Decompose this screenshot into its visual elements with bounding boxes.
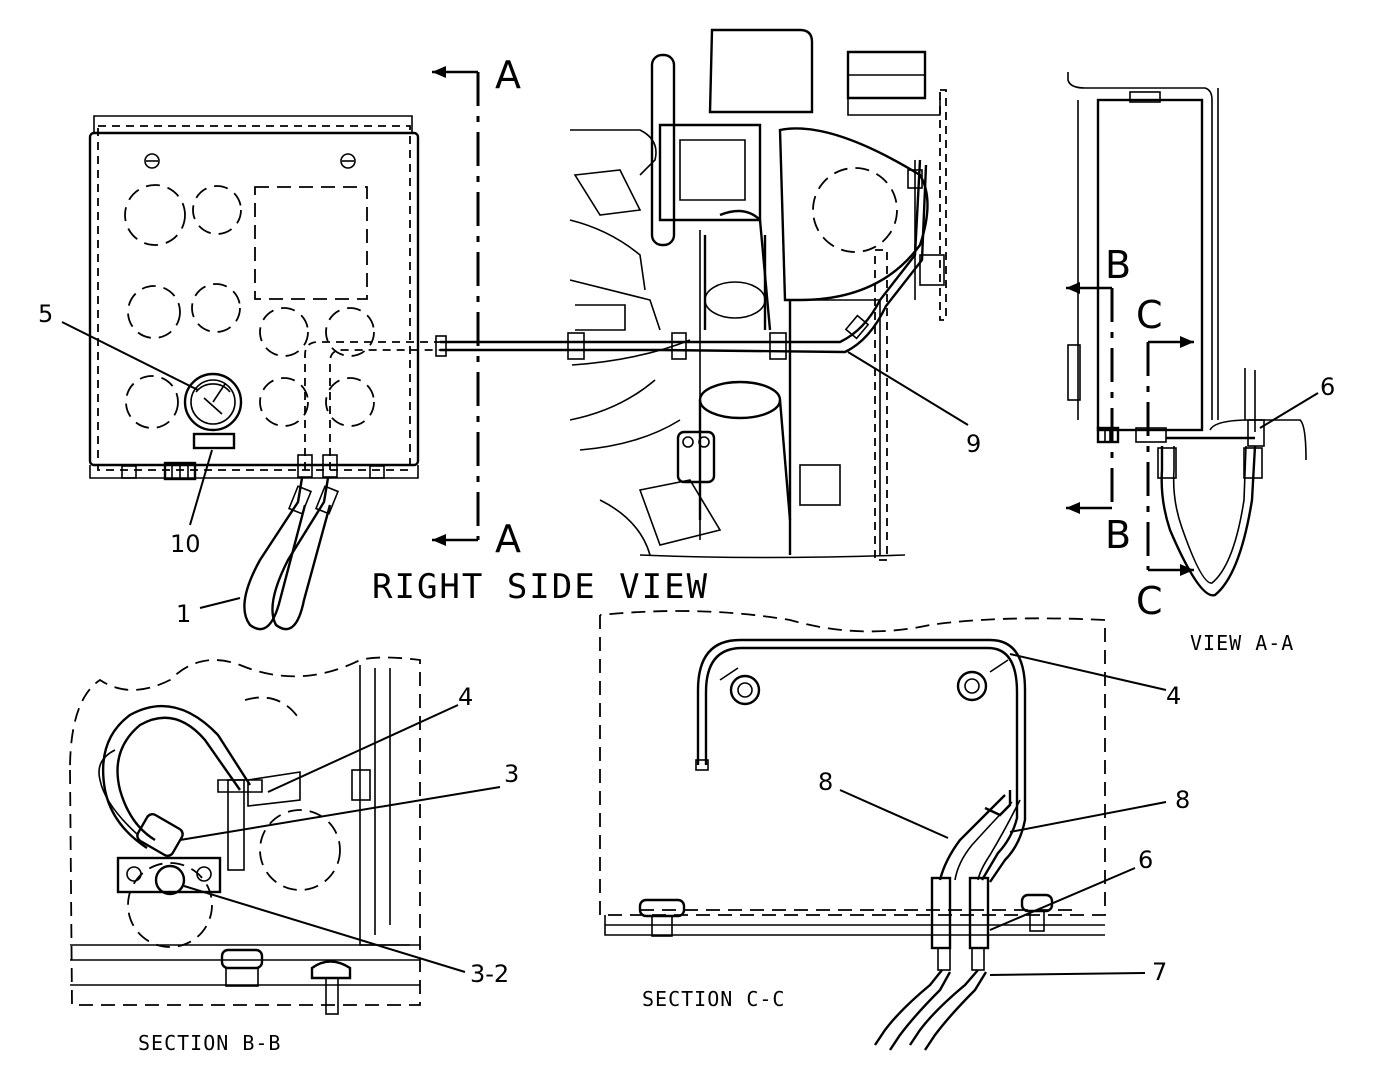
section-letter-c-bottom: C: [1136, 579, 1163, 623]
section-letter-b-bottom: B: [1105, 513, 1131, 557]
callout-6-view-aa: 6: [1320, 373, 1335, 401]
section-b-b-detail: [69, 656, 421, 1015]
callout-3: 3: [504, 760, 519, 788]
callout-8-right: 8: [1175, 786, 1190, 814]
callout-7: 7: [1152, 958, 1167, 986]
section-letter-c-top: C: [1136, 293, 1163, 337]
section-line-b-b: [1066, 282, 1114, 514]
callout-4-section-bb: 4: [458, 683, 473, 711]
callout-4-section-cc: 4: [1166, 682, 1181, 710]
engine-outline: [569, 28, 947, 561]
control-box: [88, 115, 440, 631]
pressure-tube: [435, 159, 928, 360]
callout-numbers: 5 10 1 9 6 4 3 3-2 4 8 8 6 7: [38, 300, 1335, 988]
callout-8-left: 8: [818, 768, 833, 796]
section-line-c-c: [1146, 336, 1194, 576]
title-section-b-b: SECTION B-B: [138, 1031, 281, 1055]
title-section-c-c: SECTION C-C: [642, 987, 785, 1011]
section-letter-a-bottom: A: [495, 517, 521, 561]
section-letters: A A B B C C: [495, 53, 1163, 623]
callout-6-section-cc: 6: [1138, 846, 1153, 874]
title-right-side-view: RIGHT SIDE VIEW: [372, 567, 709, 607]
callout-3-2: 3-2: [470, 960, 509, 988]
callout-1: 1: [176, 600, 191, 628]
section-letter-b-top: B: [1105, 243, 1131, 287]
callout-9: 9: [966, 430, 981, 458]
pressure-gauge: [183, 372, 243, 432]
section-line-a-a: [432, 66, 480, 546]
view-titles: RIGHT SIDE VIEW VIEW A-A SECTION B-B SEC…: [138, 567, 1294, 1055]
title-view-a-a: VIEW A-A: [1190, 631, 1294, 655]
view-a-a-box: [1067, 72, 1307, 597]
section-letter-a-top: A: [495, 53, 521, 97]
callout-5: 5: [38, 300, 53, 328]
leader-lines: [61, 321, 1319, 976]
hose-assembly: [243, 477, 340, 631]
section-c-c-detail: [599, 610, 1106, 1051]
callout-10: 10: [170, 530, 201, 558]
